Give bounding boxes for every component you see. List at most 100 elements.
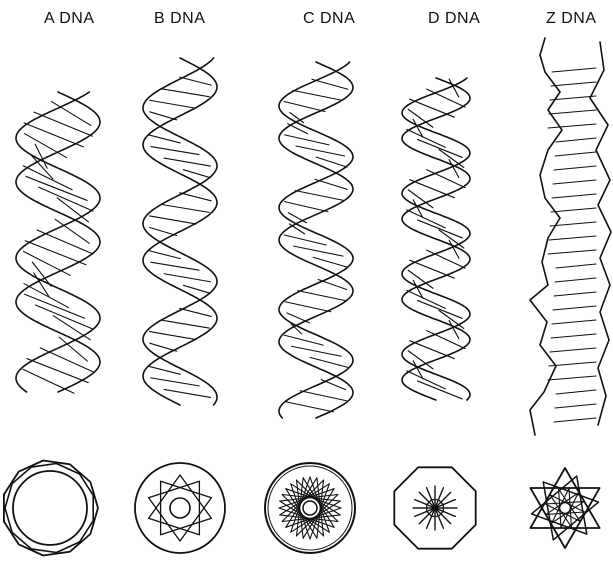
base-pair: [149, 366, 181, 374]
base-pair: [295, 191, 344, 201]
base-pair: [285, 135, 329, 145]
base-pair: [164, 274, 210, 282]
end-view-z-dna: [530, 468, 599, 548]
helix-d-dna: [402, 78, 470, 400]
base-pair: [427, 89, 466, 107]
base-pair: [407, 290, 446, 308]
base-pair: [556, 390, 596, 394]
strand-1: [279, 62, 353, 418]
base-pair: [555, 152, 596, 156]
offset-polygon: [5, 464, 93, 553]
base-pair: [554, 166, 596, 170]
base-pair: [554, 418, 596, 422]
base-pair: [284, 335, 323, 345]
base-pair: [285, 202, 328, 212]
helix-a-dna: [16, 92, 100, 393]
base-pair: [35, 144, 47, 168]
base-pair: [549, 110, 596, 114]
base-pair: [24, 284, 69, 308]
base-pair: [410, 341, 455, 359]
base-pair: [164, 389, 210, 397]
base-pair: [312, 79, 348, 89]
base-pair: [34, 112, 92, 136]
base-pair: [284, 102, 325, 112]
base-pair: [321, 380, 345, 390]
base-pair: [410, 99, 455, 117]
center-hole: [170, 498, 190, 518]
center-hole: [303, 501, 317, 515]
base-pair: [180, 77, 212, 85]
base-pair: [410, 180, 455, 198]
base-pair: [300, 391, 346, 401]
base-pair: [164, 158, 210, 166]
base-pair: [26, 176, 87, 200]
end-view-c-dna: [265, 463, 355, 553]
base-pair: [555, 278, 596, 282]
base-pair: [149, 251, 181, 259]
base-pair: [293, 90, 343, 100]
base-pair: [24, 123, 83, 147]
base-pair: [548, 124, 596, 128]
base-pair: [150, 228, 177, 236]
base-pair: [297, 291, 345, 301]
base-pair: [161, 320, 209, 328]
base-pair: [554, 292, 596, 296]
base-pair: [180, 308, 212, 316]
base-pair: [150, 332, 196, 340]
base-pair: [151, 378, 199, 386]
base-pair: [183, 285, 210, 293]
base-pair: [288, 124, 308, 134]
base-pair: [410, 260, 455, 278]
base-pair: [150, 100, 196, 108]
base-pair: [407, 129, 446, 147]
base-pair: [407, 210, 446, 228]
base-pair: [183, 170, 210, 178]
base-pair: [296, 146, 345, 156]
z-backbone-2: [590, 42, 611, 425]
base-pair: [284, 235, 326, 245]
base-pair: [151, 147, 199, 155]
base-pair: [549, 362, 596, 366]
base-pair: [287, 313, 310, 323]
base-pair: [318, 280, 346, 290]
base-pair: [551, 208, 596, 212]
base-pair: [427, 331, 466, 349]
base-pair: [556, 264, 596, 268]
helix-c-dna: [279, 62, 353, 418]
base-pair: [23, 369, 74, 393]
base-pair: [285, 302, 331, 312]
end-view-b-dna: [135, 463, 225, 553]
base-pair: [553, 180, 596, 184]
base-pair: [161, 89, 209, 97]
strand-2: [279, 62, 353, 418]
base-pair: [551, 334, 596, 338]
base-pair: [150, 216, 196, 224]
inner-ring: [13, 471, 87, 545]
base-pair: [407, 371, 446, 389]
z-backbone-1: [530, 38, 562, 435]
base-pair: [289, 224, 304, 234]
base-pair: [555, 404, 596, 408]
end-view-d-dna: [394, 467, 475, 548]
base-pair: [552, 194, 596, 198]
base-pair: [53, 316, 90, 340]
base-pair: [449, 79, 459, 97]
base-pair: [556, 138, 596, 142]
base-pair: [151, 262, 199, 270]
base-pair: [150, 343, 177, 351]
base-pair: [25, 241, 86, 265]
helix-b-dna: [143, 58, 217, 405]
base-pair: [550, 348, 596, 352]
base-pair: [161, 204, 209, 212]
base-pair: [548, 376, 596, 380]
base-pair: [548, 250, 596, 254]
base-pair: [27, 359, 88, 383]
base-pair: [552, 68, 596, 72]
base-pair: [427, 250, 466, 268]
base-pair: [294, 246, 343, 256]
base-pair: [25, 294, 85, 318]
outer-polygon: [4, 461, 98, 556]
base-pair: [553, 306, 596, 310]
